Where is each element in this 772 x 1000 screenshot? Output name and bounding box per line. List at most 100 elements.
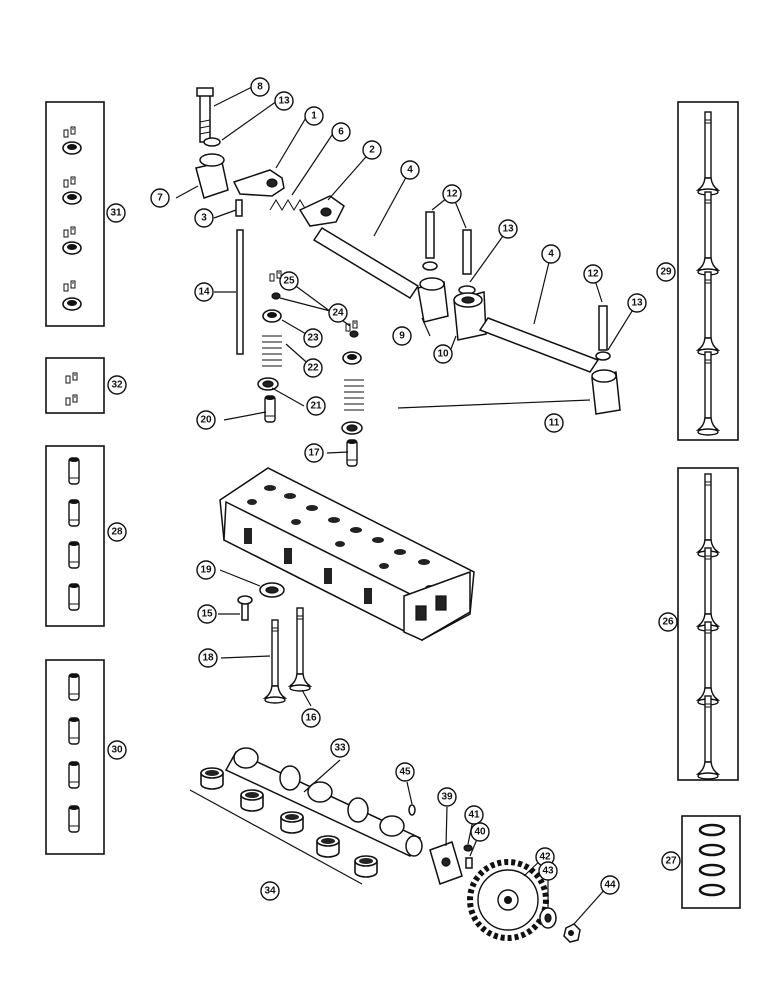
callout-4: 4 xyxy=(400,160,420,180)
callout-label: 24 xyxy=(332,308,344,319)
callout-1: 1 xyxy=(304,106,324,126)
callout-30: 30 xyxy=(107,740,127,760)
callout-10: 10 xyxy=(433,344,453,364)
callout-label: 32 xyxy=(111,380,123,391)
callout-31: 31 xyxy=(106,203,126,223)
panel-31 xyxy=(45,101,105,327)
callout-label: 25 xyxy=(283,276,295,287)
callout-label: 15 xyxy=(201,609,213,620)
callout-label: 44 xyxy=(604,880,616,891)
cylinder-head xyxy=(219,467,475,642)
callout-label: 14 xyxy=(198,287,210,298)
callout-label: 18 xyxy=(202,653,214,664)
callout-label: 1 xyxy=(311,111,317,122)
callout-label: 21 xyxy=(310,401,322,412)
callout-12: 12 xyxy=(583,264,603,284)
callout-label: 34 xyxy=(264,886,276,897)
callout-26: 26 xyxy=(658,612,678,632)
callout-label: 23 xyxy=(307,333,319,344)
callout-label: 31 xyxy=(110,208,122,219)
callout-13: 13 xyxy=(627,293,647,313)
callout-40: 40 xyxy=(470,822,490,842)
callout-33: 33 xyxy=(330,738,350,758)
panel-30 xyxy=(45,659,105,855)
callout-label: 2 xyxy=(369,145,375,156)
callout-label: 33 xyxy=(334,743,346,754)
callout-label: 11 xyxy=(549,418,560,429)
callout-19: 19 xyxy=(196,560,216,580)
leader-lines xyxy=(175,86,638,925)
callout-label: 9 xyxy=(399,331,405,342)
callout-32: 32 xyxy=(107,375,127,395)
cam-bearings xyxy=(189,767,378,885)
callout-label: 42 xyxy=(539,852,551,863)
callout-44: 44 xyxy=(600,875,620,895)
callout-43: 43 xyxy=(538,861,558,881)
callout-20: 20 xyxy=(196,410,216,430)
callout-label: 26 xyxy=(662,617,674,628)
callout-41: 41 xyxy=(464,805,484,825)
callout-label: 19 xyxy=(200,565,212,576)
callout-25: 25 xyxy=(279,271,299,291)
callout-label: 41 xyxy=(468,810,480,821)
callout-17: 17 xyxy=(304,443,324,463)
callout-label: 29 xyxy=(660,267,672,278)
callout-15: 15 xyxy=(197,604,217,624)
head-small-parts xyxy=(237,582,311,704)
callout-label: 10 xyxy=(437,349,449,360)
callout-label: 17 xyxy=(308,448,320,459)
callout-12: 12 xyxy=(442,184,462,204)
valve-train xyxy=(236,229,364,467)
callout-8: 8 xyxy=(250,77,270,97)
callout-23: 23 xyxy=(303,328,323,348)
callout-label: 40 xyxy=(474,827,486,838)
panel-28 xyxy=(45,445,105,627)
callout-13: 13 xyxy=(498,219,518,239)
callout-label: 4 xyxy=(548,249,554,260)
callout-21: 21 xyxy=(306,396,326,416)
callout-28: 28 xyxy=(107,522,127,542)
callout-label: 13 xyxy=(278,96,290,107)
callout-label: 22 xyxy=(307,363,319,374)
callout-3: 3 xyxy=(194,208,214,228)
callout-11: 11 xyxy=(544,413,564,433)
callout-27: 27 xyxy=(661,851,681,871)
callout-label: 8 xyxy=(257,82,263,93)
callout-label: 30 xyxy=(111,745,123,756)
callout-label: 4 xyxy=(407,165,413,176)
callout-label: 28 xyxy=(111,527,123,538)
callout-29: 29 xyxy=(656,262,676,282)
callout-9: 9 xyxy=(392,326,412,346)
camshaft xyxy=(224,747,423,857)
callout-45: 45 xyxy=(395,762,415,782)
callout-label: 13 xyxy=(631,298,643,309)
callout-7: 7 xyxy=(150,188,170,208)
callout-16: 16 xyxy=(301,708,321,728)
callout-label: 39 xyxy=(441,792,453,803)
callout-label: 6 xyxy=(338,127,344,138)
callout-6: 6 xyxy=(331,122,351,142)
panel-29 xyxy=(677,101,739,441)
callout-label: 16 xyxy=(305,713,317,724)
callout-label: 12 xyxy=(446,189,458,200)
callout-18: 18 xyxy=(198,648,218,668)
callout-label: 27 xyxy=(665,856,677,867)
callout-14: 14 xyxy=(194,282,214,302)
callout-13: 13 xyxy=(274,91,294,111)
callout-2: 2 xyxy=(362,140,382,160)
callout-label: 20 xyxy=(200,415,212,426)
callout-label: 3 xyxy=(201,213,207,224)
callout-4: 4 xyxy=(541,244,561,264)
callout-34: 34 xyxy=(260,881,280,901)
callout-22: 22 xyxy=(303,358,323,378)
callout-39: 39 xyxy=(437,787,457,807)
rocker-assembly xyxy=(195,87,621,415)
callout-label: 12 xyxy=(587,269,599,280)
panel-26 xyxy=(677,467,739,781)
callout-24: 24 xyxy=(328,303,348,323)
callout-label: 7 xyxy=(157,193,163,204)
callout-label: 43 xyxy=(542,866,554,877)
callout-label: 45 xyxy=(399,767,411,778)
